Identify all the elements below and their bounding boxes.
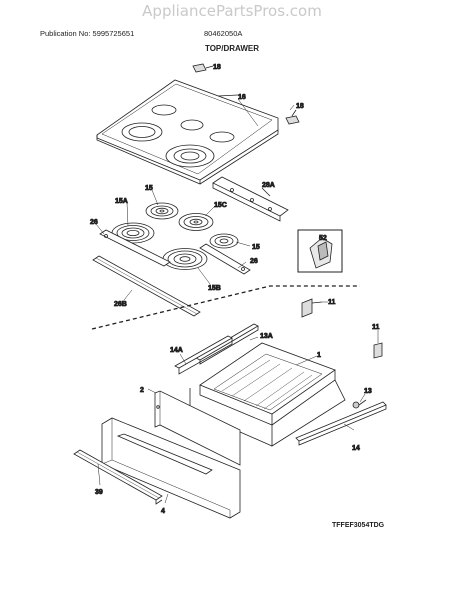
callout-15b: 15B: [208, 285, 221, 292]
callout-labels: 18 16 18 28A 15 15A 15C 26 15 52 26 15B …: [90, 64, 380, 516]
watermark: AppliancePartsPros.com: [142, 2, 322, 20]
callout-15c: 15C: [214, 202, 227, 209]
publication-number: Publication No: 5995725651: [40, 29, 135, 38]
callout-15a: 15A: [115, 198, 128, 205]
callout-14a: 14A: [170, 347, 183, 354]
part-52-switch[interactable]: [297, 229, 343, 273]
callout-18-right: 18: [296, 103, 304, 110]
bracket-11-left[interactable]: [301, 298, 323, 318]
surface-element-15-right[interactable]: [209, 233, 239, 249]
callout-1: 1: [317, 352, 321, 359]
callout-2: 2: [140, 387, 144, 394]
drawer-side-panel[interactable]: [154, 390, 241, 466]
callout-13: 13: [364, 388, 372, 395]
bracket-11-right[interactable]: [373, 342, 383, 359]
callout-14: 14: [352, 445, 360, 452]
clip-18-right[interactable]: [285, 109, 300, 125]
callout-26-right: 26: [250, 258, 258, 265]
drawer-handle-trim-39[interactable]: [73, 449, 163, 505]
model-number: 80462050A: [204, 29, 243, 38]
callout-15-right: 15: [252, 244, 260, 251]
callout-26-left: 26: [90, 219, 98, 226]
callout-11-side: 11: [372, 324, 380, 331]
drawer-slide-14[interactable]: [295, 401, 387, 446]
diagram-title: TOP/DRAWER: [204, 44, 260, 53]
callout-4: 4: [161, 508, 165, 515]
cooktop-glass[interactable]: [96, 79, 279, 185]
callout-52: 52: [319, 235, 327, 242]
drawer-slide-14a[interactable]: [174, 335, 233, 375]
diagram-code: TFFEF3054TDG: [332, 522, 385, 529]
trim-bar-26b[interactable]: [92, 255, 201, 317]
callout-18-left: 18: [213, 64, 221, 71]
leader-lines: [95, 98, 379, 504]
callout-26b: 26B: [114, 301, 127, 308]
bracket-26-right[interactable]: [199, 243, 251, 275]
callout-15: 15: [145, 185, 153, 192]
callout-13a: 13A: [260, 333, 273, 340]
surface-element-15-rear-left[interactable]: [145, 202, 179, 220]
callout-28a: 28A: [262, 182, 275, 189]
callout-16: 16: [238, 94, 246, 101]
bracket-26-left[interactable]: [99, 229, 171, 267]
callout-39: 39: [95, 489, 103, 496]
terminal-block-28a[interactable]: [212, 176, 289, 222]
clip-18-left[interactable]: [192, 63, 214, 73]
surface-element-15b[interactable]: [162, 248, 208, 270]
drawer-body[interactable]: [189, 342, 346, 447]
surface-element-15c[interactable]: [178, 213, 214, 231]
roller-13[interactable]: [352, 399, 367, 409]
callout-11-top: 11: [328, 299, 336, 306]
section-divider: [91, 285, 360, 330]
